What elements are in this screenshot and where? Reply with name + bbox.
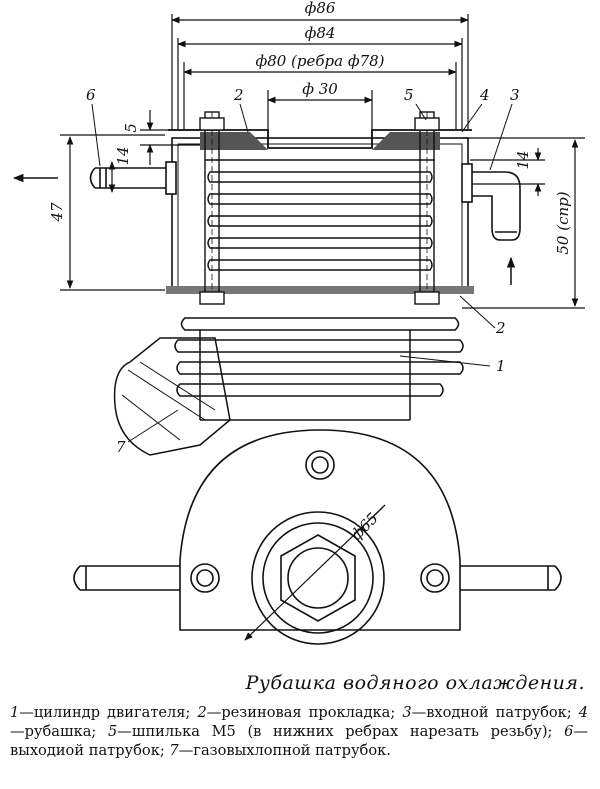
callout-2-bottom: 2 (495, 319, 506, 337)
dim-h14-left: 14 (114, 146, 132, 165)
callout-5: 5 (404, 86, 414, 104)
legend-text-1: цилиндр двигателя; (33, 704, 191, 721)
engine-cylinder (174, 317, 464, 421)
dim-d30: ф 30 (302, 80, 338, 98)
jacket (166, 129, 474, 294)
callout-7: 7 (116, 438, 126, 456)
dim-h5: 5 (122, 123, 140, 133)
legend-num-4: 4 (578, 704, 588, 721)
leader-lines (91, 103, 513, 443)
callout-1: 1 (496, 357, 506, 375)
legend-num-2: 2 (197, 704, 207, 721)
callout-6: 6 (86, 86, 96, 104)
legend-num-5: 5 (107, 723, 118, 740)
legend-num-6: 6 (564, 723, 574, 740)
legend-text-5: шпилька М5 (в нижних ребрах нарезать рез… (131, 723, 553, 740)
cylinder-fins (205, 159, 435, 271)
callout-4: 4 (479, 86, 490, 104)
legend-text-3: входной патрубок; (426, 704, 572, 721)
dim-d84: ф84 (305, 24, 336, 42)
legend-text-4: рубашка; (24, 723, 97, 740)
dim-h50: 50 (спр) (554, 191, 572, 254)
dim-d86: ф86 (305, 0, 336, 17)
legend-text-6: выходиой патрубок; (10, 742, 165, 759)
dim-h14-right: 14 (514, 150, 532, 169)
legend-num-1: 1 (10, 704, 20, 721)
legend: 1—цилиндр двигателя; 2—резиновая проклад… (10, 704, 589, 759)
dim-d65: ф65 (347, 509, 382, 544)
legend-text-2: резиновая прокладка; (221, 704, 396, 721)
callout-2-top: 2 (233, 86, 244, 104)
legend-num-7: 7 (169, 742, 179, 759)
dimension-lines (60, 14, 585, 309)
stud-m5 (199, 111, 440, 305)
outlet-pipe (89, 161, 177, 195)
cooling-jacket-drawing: ф86 ф84 ф80 (ребра ф78) ф 30 5 14 14 47 … (12, 0, 585, 645)
inlet-pipe (461, 163, 521, 241)
caption-title: Рубашка водяного охлаждения. (245, 672, 585, 694)
flow-arrows (12, 173, 516, 285)
dim-d80: ф80 (ребра ф78) (255, 52, 384, 70)
exhaust-pipe (113, 337, 231, 456)
legend-num-3: 3 (402, 704, 412, 721)
jacket-bottom-view (73, 429, 562, 645)
legend-text-7: газовыхлопной патрубок. (193, 742, 391, 759)
dim-h47: 47 (48, 202, 66, 223)
callout-3: 3 (510, 86, 520, 104)
